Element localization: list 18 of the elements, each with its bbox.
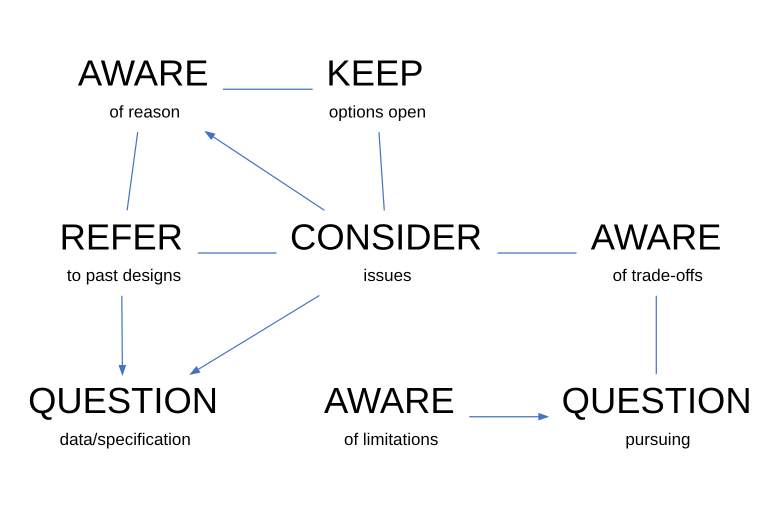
arrow (204, 130, 324, 211)
node-text: AWARE of trade-offs (590, 216, 721, 286)
node-text: QUESTION pursuing (561, 380, 752, 449)
node-text: AWARE of reason (77, 52, 208, 122)
node-text: KEEP options open (326, 52, 426, 122)
arrow (118, 296, 126, 376)
arrow (188, 295, 320, 375)
connector (222, 88, 312, 90)
connector (126, 132, 138, 210)
node-text: AWARE of limitations (324, 380, 454, 449)
connector (496, 252, 576, 254)
arrow (468, 412, 549, 421)
connector (378, 132, 384, 210)
node-text: QUESTION data/specification (28, 380, 218, 449)
node-text: REFER to past designs (59, 216, 182, 286)
connector (655, 296, 656, 374)
connector (197, 252, 276, 254)
node-text: CONSIDER issues (290, 216, 482, 286)
